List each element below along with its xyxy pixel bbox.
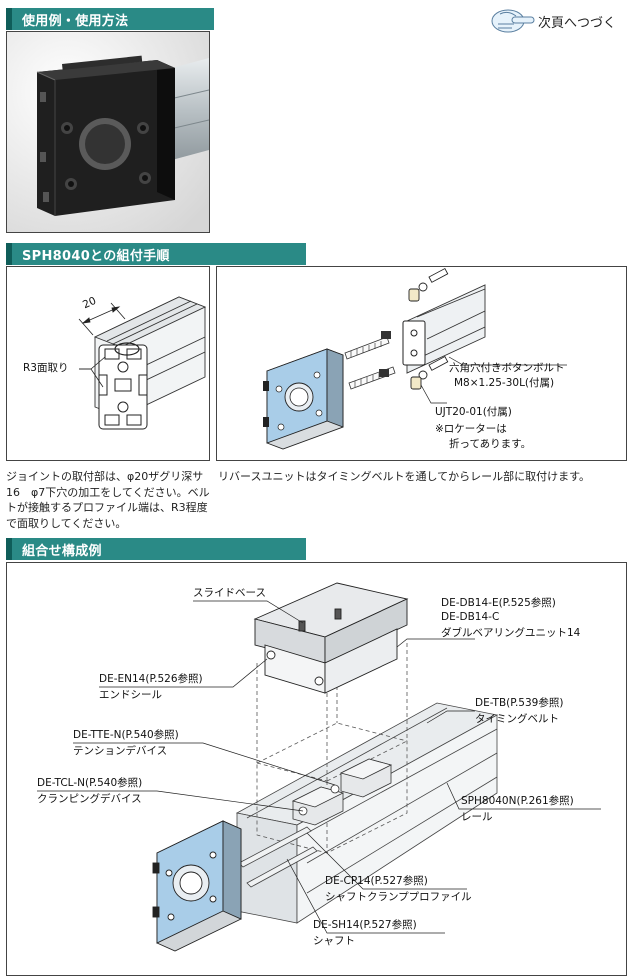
bolt-label-line1: 六角穴付きボタンボルト bbox=[449, 362, 565, 374]
en-code: DE-EN14(P.526参照) bbox=[99, 673, 203, 685]
tte-name: テンションデバイス bbox=[73, 745, 168, 757]
db-name: ダブルベアリングユニット14 bbox=[441, 627, 581, 639]
section-header-combo: 組合せ構成例 bbox=[6, 538, 306, 560]
section-header-usage: 使用例・使用方法 bbox=[6, 8, 214, 30]
bolt-label-line2: M8×1.25-30L(付属) bbox=[454, 377, 555, 389]
tte-code: DE-TTE-N(P.540参照) bbox=[73, 729, 179, 741]
usage-photo bbox=[6, 31, 210, 233]
locator-note-line1: ※ロケーターは bbox=[435, 423, 507, 435]
cp-code: DE-CP14(P.527参照) bbox=[325, 875, 428, 887]
reverse-unit-note: リバースユニットはタイミングベルトを通してからレール部に取付けます。 bbox=[218, 470, 591, 483]
rail-code: SPH8040N(P.261参照) bbox=[461, 795, 574, 807]
locator-label: UJT20-01(付属) bbox=[435, 406, 512, 418]
combination-diagram: スライドベース DE-DB14-E(P.525参照) DE-DB14-C ダブル… bbox=[6, 562, 627, 976]
next-page-label: 次頁へつづく bbox=[538, 16, 617, 31]
tb-code: DE-TB(P.539参照) bbox=[475, 697, 564, 709]
pointing-hand-icon bbox=[491, 9, 535, 33]
slide-base-label: スライドベース bbox=[193, 587, 266, 599]
chamfer-label: R3面取り bbox=[23, 362, 69, 374]
tcl-code: DE-TCL-N(P.540参照) bbox=[37, 777, 143, 789]
profile-chamfer-diagram: 20 R3面取り bbox=[6, 266, 210, 461]
locator-note-line2: 折ってあります。 bbox=[449, 438, 532, 450]
section-title-assembly: SPH8040との組付手順 bbox=[22, 249, 170, 264]
sh-name: シャフト bbox=[313, 935, 355, 947]
usage-photo-illustration bbox=[7, 32, 209, 232]
section-title-usage: 使用例・使用方法 bbox=[22, 14, 129, 29]
db-code-1: DE-DB14-E(P.525参照) bbox=[441, 597, 556, 609]
profile-chamfer-drawing bbox=[78, 296, 207, 430]
combination-assembly-drawing bbox=[37, 582, 601, 952]
reverse-unit-assembly-drawing bbox=[263, 267, 567, 450]
en-name: エンドシール bbox=[99, 689, 162, 701]
reverse-unit-assembly-diagram: 六角穴付きボタンボルト M8×1.25-30L(付属) UJT20-01(付属)… bbox=[216, 266, 627, 461]
db-code-2: DE-DB14-C bbox=[441, 611, 500, 623]
section-title-combo: 組合せ構成例 bbox=[22, 544, 102, 559]
tcl-name: クランピングデバイス bbox=[37, 793, 142, 805]
tb-name: タイミングベルト bbox=[475, 713, 559, 725]
sh-code: DE-SH14(P.527参照) bbox=[313, 919, 417, 931]
cp-name: シャフトクランププロファイル bbox=[325, 891, 472, 903]
rail-name: レール bbox=[461, 811, 493, 823]
joint-mounting-note: ジョイントの取付部は、φ20ザグリ深サ16 φ7下穴の加工をしてください。ベルト… bbox=[6, 470, 210, 530]
next-page-indicator[interactable]: 次頁へつづく bbox=[488, 6, 628, 36]
section-header-assembly: SPH8040との組付手順 bbox=[6, 243, 306, 265]
